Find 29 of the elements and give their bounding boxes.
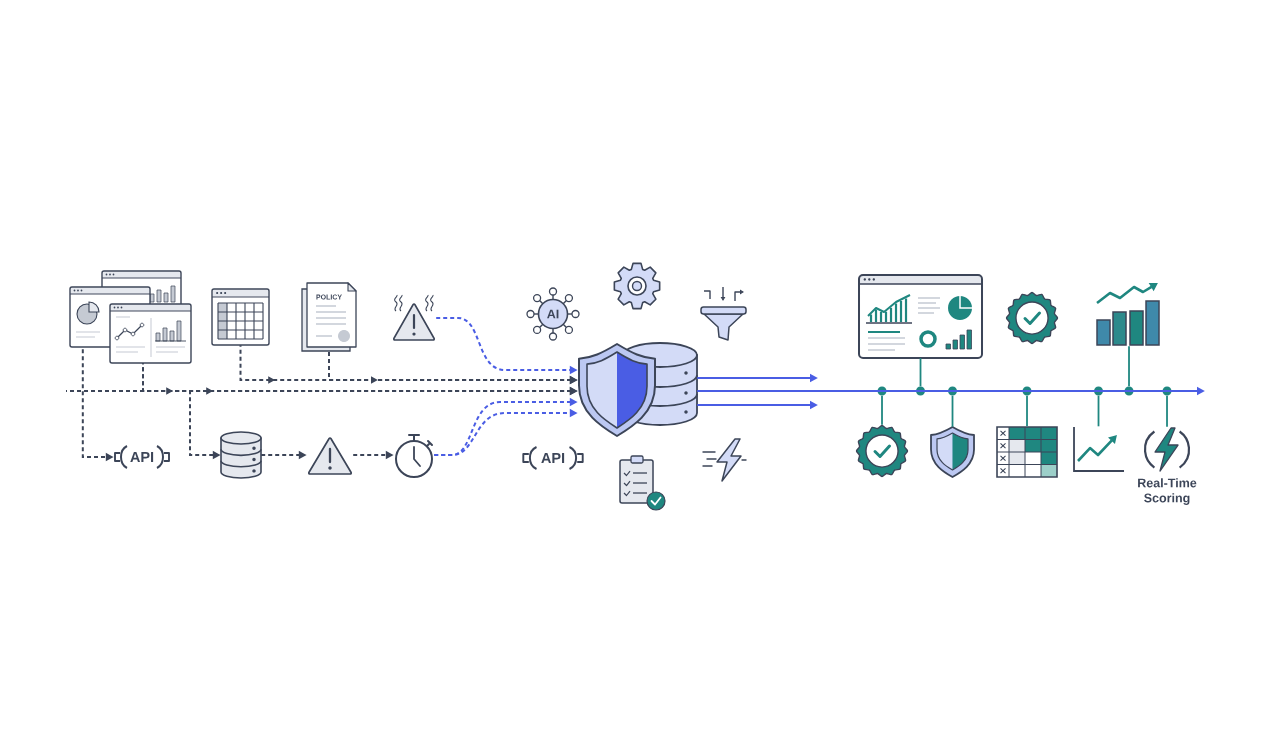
warning-icon (307, 437, 353, 475)
badge-check-icon (855, 424, 909, 478)
warning-icon (392, 294, 436, 341)
icon-caption: Real-Time Scoring (1138, 478, 1197, 505)
stem-line (919, 357, 922, 388)
stopwatch-icon (395, 434, 433, 478)
grid-table-icon (996, 426, 1058, 478)
funnel-icon (700, 286, 747, 341)
shield-icon (930, 426, 975, 478)
api-connector: API (114, 445, 170, 469)
bar-chart-icon (1096, 283, 1160, 346)
badge-check-icon (1005, 291, 1059, 345)
spreadsheet-icon (211, 288, 270, 346)
stem-line (1166, 394, 1168, 428)
ai-chip: AI (526, 287, 580, 341)
database-icon (220, 431, 262, 479)
dashboard-windows-icon (69, 270, 192, 364)
stem-line (951, 394, 954, 428)
clipboard-icon (619, 455, 666, 511)
stem-line (1026, 394, 1028, 428)
shield-database-icon (578, 342, 698, 437)
line-chart-icon (1073, 426, 1125, 472)
stem-line (881, 394, 883, 426)
dashboard-icon (858, 274, 983, 359)
stem-line (1128, 345, 1130, 388)
gear-icon (613, 262, 661, 310)
stem-line (1097, 394, 1100, 428)
api-connector: API (522, 446, 584, 470)
lightning-icon (702, 438, 747, 482)
